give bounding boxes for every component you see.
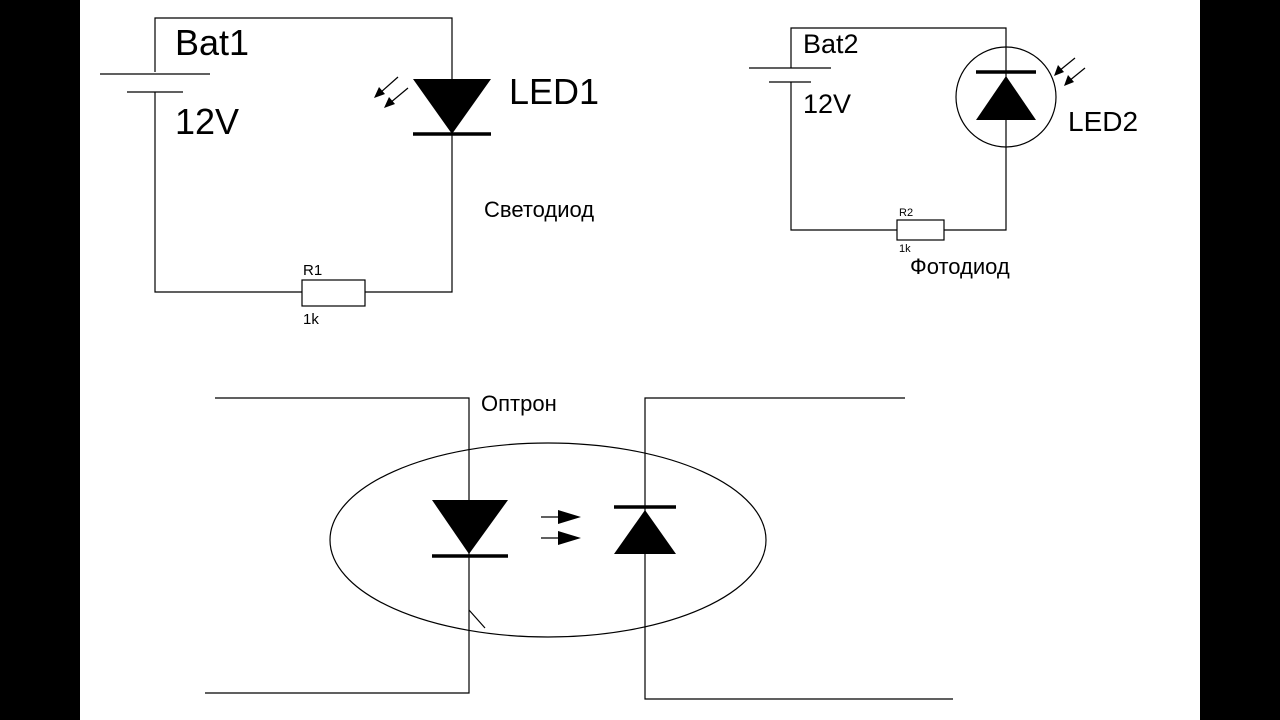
resistor-value-label: 1k (303, 311, 319, 328)
led-circuit-wire (154, 17, 453, 293)
sheet-background (80, 0, 1200, 720)
optocoupler-enclosure (329, 442, 767, 638)
light-emission-arrows-icon (374, 76, 409, 108)
resistor-ref-label: R1 (303, 262, 322, 279)
led-circuit: Bat1 12V LED1 R1 1k Светодиод (100, 17, 599, 328)
battery-ref-label: Bat1 (175, 22, 249, 63)
battery-symbol (100, 73, 210, 93)
led-symbol (413, 79, 491, 136)
optocoupler-tick (468, 609, 486, 629)
optocoupler: Оптрон (205, 391, 953, 700)
optocoupler-photodiode-symbol (614, 505, 676, 554)
battery-value-label: 12V (803, 89, 851, 119)
optocoupler-led-symbol (432, 500, 508, 558)
led-ref-label: LED2 (1068, 106, 1138, 137)
photodiode-circuit-wire (790, 27, 1007, 68)
resistor-ref-label: R2 (899, 207, 913, 219)
battery-value-label: 12V (175, 101, 239, 142)
optical-link-arrows-icon (541, 510, 581, 545)
led-circuit-wire-return (154, 92, 302, 293)
photodiode-circuit: Bat2 12V LED2 R2 1k Фотодиод (749, 27, 1138, 279)
resistor-r1 (301, 279, 366, 307)
optocoupler-caption: Оптрон (481, 391, 557, 416)
photodiode-symbol (976, 52, 1036, 142)
resistor-value-label: 1k (899, 243, 911, 255)
battery-ref-label: Bat2 (803, 29, 859, 59)
battery-symbol (749, 67, 831, 83)
resistor-r2 (896, 219, 945, 241)
photodiode-circuit-wire-right (944, 142, 1007, 231)
circuit-caption: Фотодиод (910, 254, 1010, 279)
light-receive-arrows-icon (1054, 57, 1086, 86)
photodiode-circuit-wire-return (790, 82, 897, 231)
circuit-caption: Светодиод (484, 197, 594, 222)
led-ref-label: LED1 (509, 71, 599, 112)
photodiode-housing (955, 46, 1057, 148)
